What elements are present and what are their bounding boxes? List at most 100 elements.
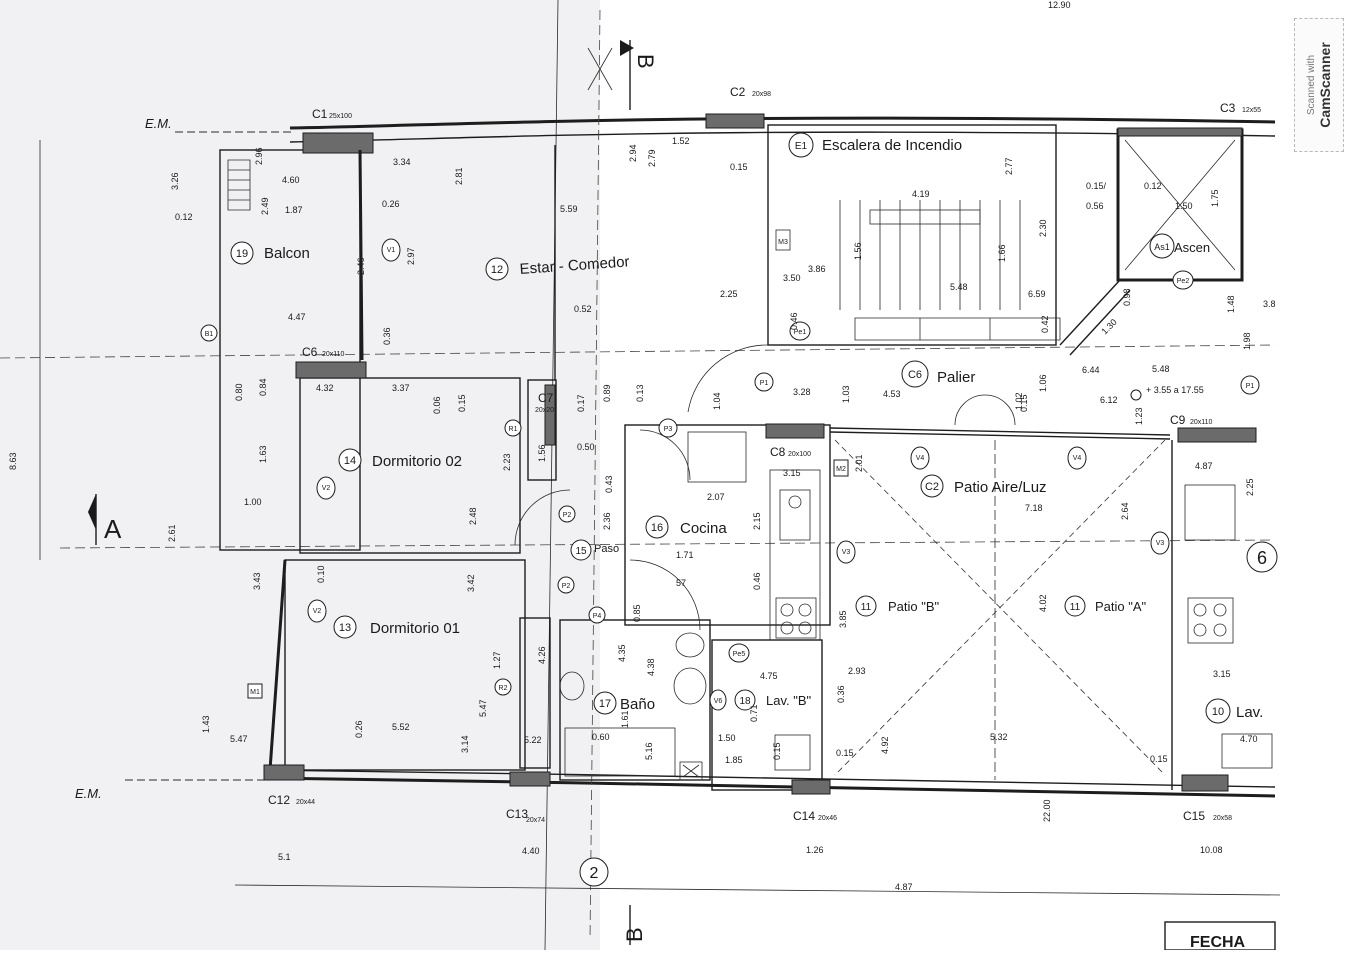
drain-cross-icon — [682, 764, 700, 778]
dimension-label: 1.52 — [672, 136, 690, 146]
dimension-label: 1.63 — [258, 445, 268, 463]
column-c15-id: C15 — [1183, 809, 1205, 823]
dimension-label: 1.61 — [620, 710, 630, 728]
dimension-label: 0.06 — [432, 396, 442, 414]
dimension-label: 2.81 — [454, 167, 464, 185]
dimension-label: 1.26 — [806, 845, 824, 855]
room-ascensor-num: As1 — [1154, 242, 1170, 252]
opening-tags: B1 M1 M2 M3 V1 V2 V2 V3 V3 V4 V4 V6 P1 P… — [200, 238, 1260, 711]
dimension-label: 0.71 — [749, 704, 759, 722]
dimension-label: 2.96 — [254, 147, 264, 165]
dimension-label: 4.32 — [316, 383, 334, 393]
room-balcon-name: Balcon — [264, 245, 310, 262]
dimension-label: 6.44 — [1082, 365, 1100, 375]
column-c12-id: C12 — [268, 793, 290, 807]
tag-v3b: V3 — [1156, 540, 1165, 547]
dim-line-bottom — [234, 884, 1281, 896]
column-c1-mark — [302, 132, 374, 154]
dorm01-outline — [284, 559, 526, 771]
dimension-label: 4.87 — [1195, 461, 1213, 471]
dimension-label: 0.15/ — [1086, 181, 1107, 191]
dimension-label: 0.46 — [752, 572, 762, 590]
column-c3-id: C3 — [1220, 101, 1236, 115]
dimension-label: 0.36 — [382, 327, 392, 345]
unit6-sink — [1184, 484, 1236, 541]
room-unit6-num: 6 — [1257, 548, 1267, 568]
tag-pe5: Pe5 — [733, 651, 746, 658]
paper-fold-line — [544, 0, 559, 951]
dimension-label: 3.8 — [1263, 299, 1276, 309]
cocina-counter — [769, 469, 821, 641]
dimension-label: 0.36 — [836, 685, 846, 703]
dimension-label: 1.27 — [492, 651, 502, 669]
axis-line-a — [59, 539, 1276, 549]
column-c6-mark — [295, 361, 367, 379]
dimension-label: 0.56 — [1086, 201, 1104, 211]
room-paso-num: 15 — [575, 546, 587, 557]
column-c7-id: C7 — [538, 391, 554, 405]
level-label: + 3.55 a 17.55 — [1146, 385, 1204, 395]
dimension-label: 4.92 — [880, 736, 890, 754]
dimension-label: 0.15 — [772, 742, 782, 760]
column-c1-size: 25x100 — [329, 113, 352, 120]
tag-p1a: P1 — [760, 380, 769, 387]
dimension-label: 2.64 — [1120, 502, 1130, 520]
axis-line-mid — [0, 344, 1276, 359]
cocina-outline — [624, 424, 831, 626]
column-labels: C1 25x100 C2 20x98 C3 12x55 C6 20x110 C7… — [268, 85, 1261, 824]
dimension-label: 1.75 — [1210, 189, 1220, 207]
dimension-label: 0.15 — [1150, 754, 1168, 764]
dimension-label: 6.59 — [1028, 289, 1046, 299]
dimension-label: 4.02 — [1038, 594, 1048, 612]
room-palier-name: Palier — [937, 369, 975, 386]
handrail — [869, 209, 981, 225]
room-unit6: 6 — [1246, 541, 1278, 573]
dimension-label: 22.00 — [1042, 799, 1052, 822]
dimension-label: 1.56 — [853, 242, 863, 260]
room-patio-b: 11 Patio "B" — [855, 595, 940, 617]
column-c13-mark — [509, 771, 551, 787]
dimension-label: 2.79 — [647, 149, 657, 167]
tag-b1: B1 — [205, 331, 214, 338]
tag-v2a: V2 — [322, 485, 331, 492]
dimension-label: 3.43 — [252, 572, 262, 590]
tag-pe2: Pe2 — [1177, 278, 1190, 285]
dimension-label: 0.15 — [730, 162, 748, 172]
dimension-label: 1.02 — [1014, 392, 1024, 410]
tag-v3a: V3 — [842, 549, 851, 556]
cocina-sink — [779, 489, 811, 541]
room-cocina: 16 Cocina — [645, 515, 727, 539]
axis-line-b — [589, 9, 601, 941]
drain-box — [679, 761, 703, 781]
column-c8-id: C8 — [770, 445, 786, 459]
axis-a-marker: A — [88, 494, 122, 545]
ascensor-diagonal-wall — [1059, 279, 1121, 346]
room-bano-num: 17 — [599, 698, 611, 710]
column-c7-size: 20x20 — [535, 407, 554, 414]
dimension-label: 3.15 — [1213, 669, 1231, 679]
dimension-label: 0.12 — [175, 212, 193, 222]
tag-v6: V6 — [714, 698, 723, 705]
column-c13-id: C13 — [506, 807, 528, 821]
dimension-label: 4.35 — [617, 644, 627, 662]
bathtub — [564, 727, 676, 777]
unit6-stove-icon — [1187, 597, 1234, 644]
room-bano: 17 Baño — [593, 691, 655, 715]
m3-box — [775, 229, 791, 251]
room-balcon: 19 Balcon — [230, 241, 310, 265]
tag-v1: V1 — [387, 247, 396, 254]
dimension-label: 4.40 — [522, 846, 540, 856]
column-c8-mark — [765, 423, 825, 439]
column-c2-id: C2 — [730, 85, 746, 99]
ascensor-cross — [1124, 139, 1236, 271]
palier-door-arc — [687, 344, 769, 413]
dimension-label: 4.26 — [537, 646, 547, 664]
bottom-inner-wall — [264, 769, 1276, 788]
dimension-label: 0.26 — [382, 199, 400, 209]
dimension-label: 2.94 — [628, 144, 638, 162]
tag-v4b: V4 — [1073, 455, 1082, 462]
axis-b-top-marker: B — [587, 40, 658, 110]
dimension-label: 0.98 — [1122, 288, 1132, 306]
dimension-label: 1.00 — [244, 497, 262, 507]
dimension-label: 0.13 — [635, 384, 645, 402]
